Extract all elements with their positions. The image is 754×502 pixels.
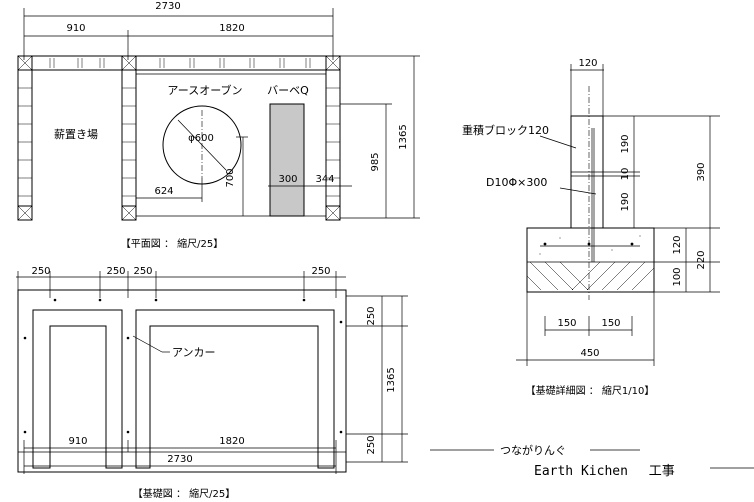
detail-caption: 【基礎詳細図 ： 縮尺1/10】 xyxy=(526,384,655,397)
detail-dim-150-b: 150 xyxy=(601,318,620,329)
detail-dim-10: 10 xyxy=(620,168,631,181)
title-block: つながりんぐ Earth Kichen 工事 xyxy=(430,443,754,479)
plan-dim-right: 1820 xyxy=(219,23,244,34)
fnd-dim-1365: 1365 xyxy=(386,367,397,392)
plan-view: 2730 910 1820 xyxy=(17,1,420,250)
plan-dim-344: 344 xyxy=(315,174,334,185)
fnd-dim-1820: 1820 xyxy=(219,436,244,447)
plan-dim-depth: 1365 xyxy=(398,124,409,149)
detail-dim-190-b: 190 xyxy=(620,192,631,211)
fnd-dim-2730: 2730 xyxy=(167,454,192,465)
foundation-view: 250 250 250 250 アンカー 250 1365 xyxy=(16,266,408,500)
detail-dim-120-top: 120 xyxy=(578,58,597,69)
detail-dim-450: 450 xyxy=(580,348,599,359)
plan-dim-985: 985 xyxy=(370,152,381,171)
anchor-label: アンカー xyxy=(172,346,216,359)
firewood-label: 薪置き場 xyxy=(54,128,98,141)
fnd-dim-250-f: 250 xyxy=(366,435,377,454)
detail-dim-190-a: 190 xyxy=(620,134,631,153)
foundation-caption: 【基礎図 ： 縮尺/25】 xyxy=(133,487,235,500)
bbq-label: バーベQ xyxy=(267,84,309,97)
block-label: 重積ブロック120 xyxy=(462,123,549,137)
detail-section: 120 重積ブ xyxy=(462,58,720,397)
fnd-dim-250-c: 250 xyxy=(133,266,152,277)
detail-dim-220: 220 xyxy=(696,250,707,269)
plan-dim-624: 624 xyxy=(154,186,173,197)
oven-diameter: φ600 xyxy=(188,133,214,144)
fnd-dim-910: 910 xyxy=(68,436,87,447)
detail-dim-150-a: 150 xyxy=(557,318,576,329)
fnd-dim-250-a: 250 xyxy=(31,266,50,277)
plan-dim-left: 910 xyxy=(66,23,85,34)
plan-dim-total: 2730 xyxy=(155,1,180,12)
rebar-label: D10Φ×300 xyxy=(486,176,547,189)
plan-dim-700: 700 xyxy=(225,168,236,187)
bbq-grill xyxy=(269,103,305,217)
fnd-dim-250-b: 250 xyxy=(106,266,125,277)
plan-dim-300: 300 xyxy=(278,174,297,185)
detail-dim-100: 100 xyxy=(672,267,683,286)
oven-label: アースオーブン xyxy=(167,83,242,97)
plan-caption: 【平面図 ： 縮尺/25】 xyxy=(121,237,223,250)
fnd-dim-250-d: 250 xyxy=(311,266,330,277)
detail-dim-390: 390 xyxy=(696,162,707,181)
fnd-dim-250-e: 250 xyxy=(366,306,377,325)
detail-dim-120-side: 120 xyxy=(672,235,683,254)
project-subtitle: つながりんぐ xyxy=(500,443,566,457)
project-title: Earth Kichen 工事 xyxy=(534,464,675,479)
